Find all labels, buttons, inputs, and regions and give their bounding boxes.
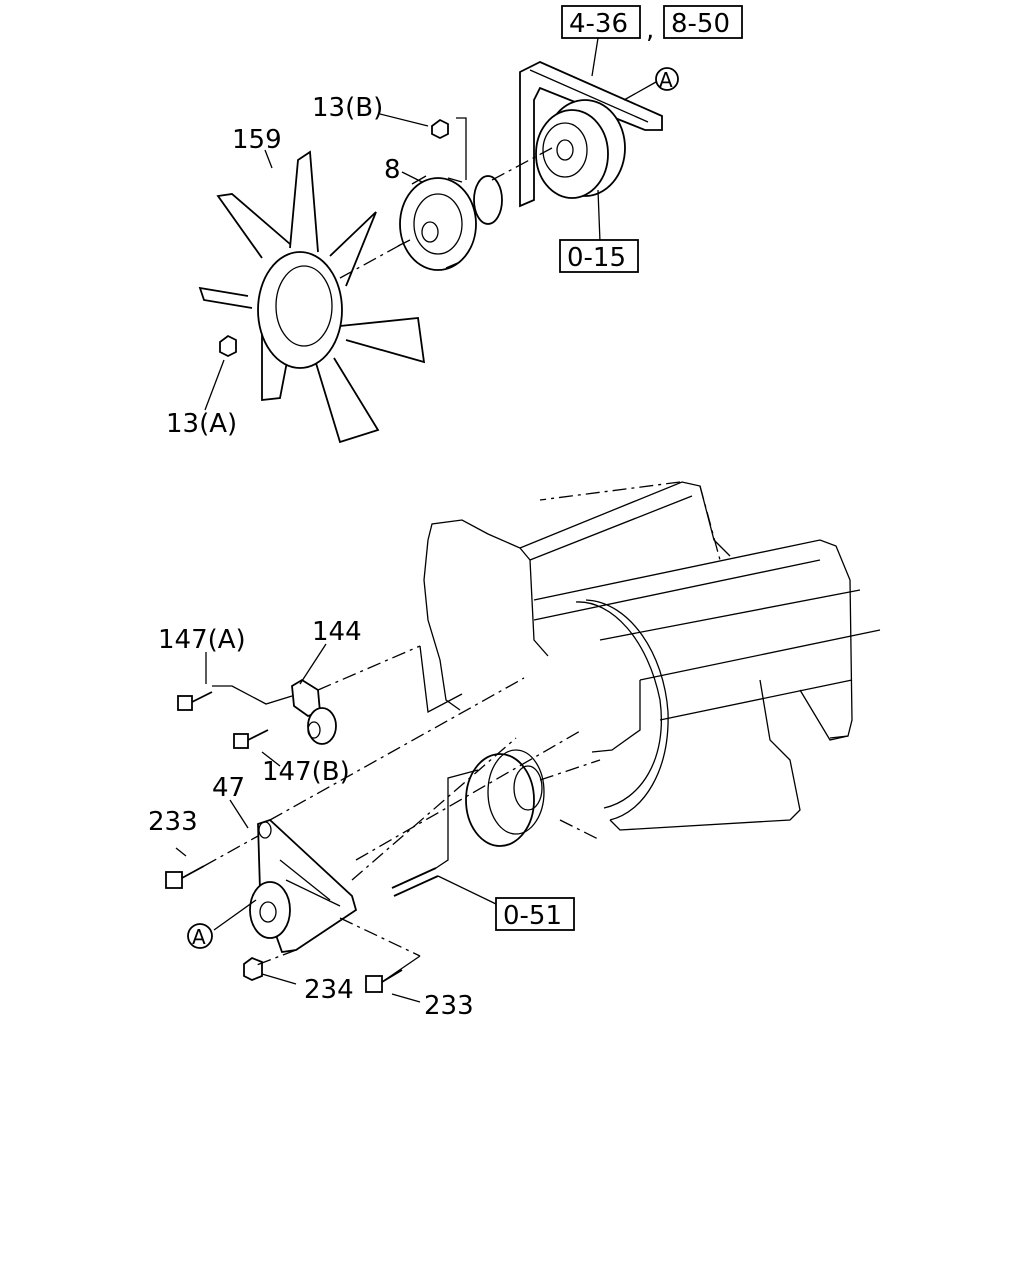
part-label-8: 8 <box>384 155 401 185</box>
ref-box-0-51[interactable] <box>495 897 575 931</box>
callout-a-bottom <box>187 923 213 949</box>
part-label-234: 234 <box>304 975 354 1005</box>
ref-label-0-51[interactable]: 0-51 <box>503 901 562 931</box>
part-label-147a: 147(A) <box>158 625 246 655</box>
part-label-147b: 147(B) <box>262 757 350 787</box>
ref-label-8-50[interactable]: 8-50 <box>671 9 730 39</box>
ref-label-0-15[interactable]: 0-15 <box>567 243 626 273</box>
part-label-159: 159 <box>232 125 282 155</box>
ref-box-4-36[interactable] <box>561 5 641 39</box>
part-label-13b: 13(B) <box>312 93 383 123</box>
ref-comma: , <box>646 15 654 45</box>
nut-13a <box>219 334 237 358</box>
stud-0-51 <box>391 867 439 897</box>
cooling-fan <box>198 150 426 444</box>
ref-box-8-50[interactable] <box>663 5 743 39</box>
part-label-233-left: 233 <box>148 807 198 837</box>
bolt-147a <box>177 691 213 711</box>
fan-clutch <box>397 175 503 271</box>
bolt-233-bottom <box>365 969 403 993</box>
callout-a-bottom-label: A <box>192 925 206 949</box>
part-label-47: 47 <box>212 773 245 803</box>
idler-pulley <box>291 678 337 745</box>
bolt-233-left <box>165 865 205 889</box>
callout-a-top-label: A <box>659 68 673 92</box>
bolt-147b <box>233 729 269 749</box>
nut-13b <box>431 118 449 140</box>
part-label-13a: 13(A) <box>166 409 237 439</box>
engine-block <box>423 481 881 847</box>
water-pump-bracket <box>249 818 358 953</box>
callout-a-top <box>655 67 679 91</box>
part-label-233-bottom: 233 <box>424 991 474 1021</box>
part-label-144: 144 <box>312 617 362 647</box>
ref-label-4-36[interactable]: 4-36 <box>569 9 628 39</box>
ref-box-0-15[interactable] <box>559 239 639 273</box>
fan-pulley <box>535 99 626 199</box>
nut-234 <box>243 956 263 981</box>
